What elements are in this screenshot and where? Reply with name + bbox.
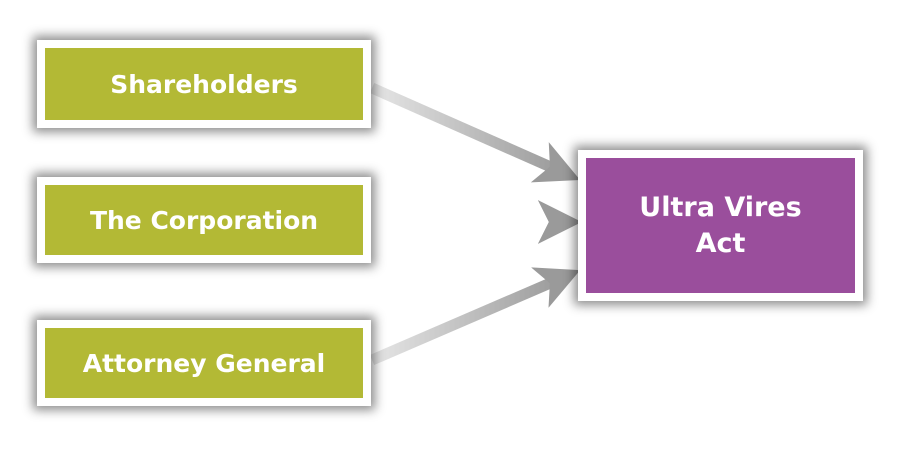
shareholders-node: Shareholders	[37, 40, 371, 128]
ultra-vires-act-node: Ultra Vires Act	[578, 150, 863, 301]
arrow-shareholders	[369, 82, 581, 183]
attorney-general-label: Attorney General	[45, 328, 363, 398]
attorney-general-node: Attorney General	[37, 320, 371, 406]
corporation-node: The Corporation	[37, 177, 371, 263]
ultra-vires-act-label: Ultra Vires Act	[586, 158, 855, 293]
shareholders-label: Shareholders	[45, 48, 363, 120]
corporation-label: The Corporation	[45, 185, 363, 255]
target-line1: Ultra Vires	[639, 191, 802, 223]
arrow-attorney-general	[369, 267, 581, 366]
target-line2: Act	[695, 227, 746, 259]
